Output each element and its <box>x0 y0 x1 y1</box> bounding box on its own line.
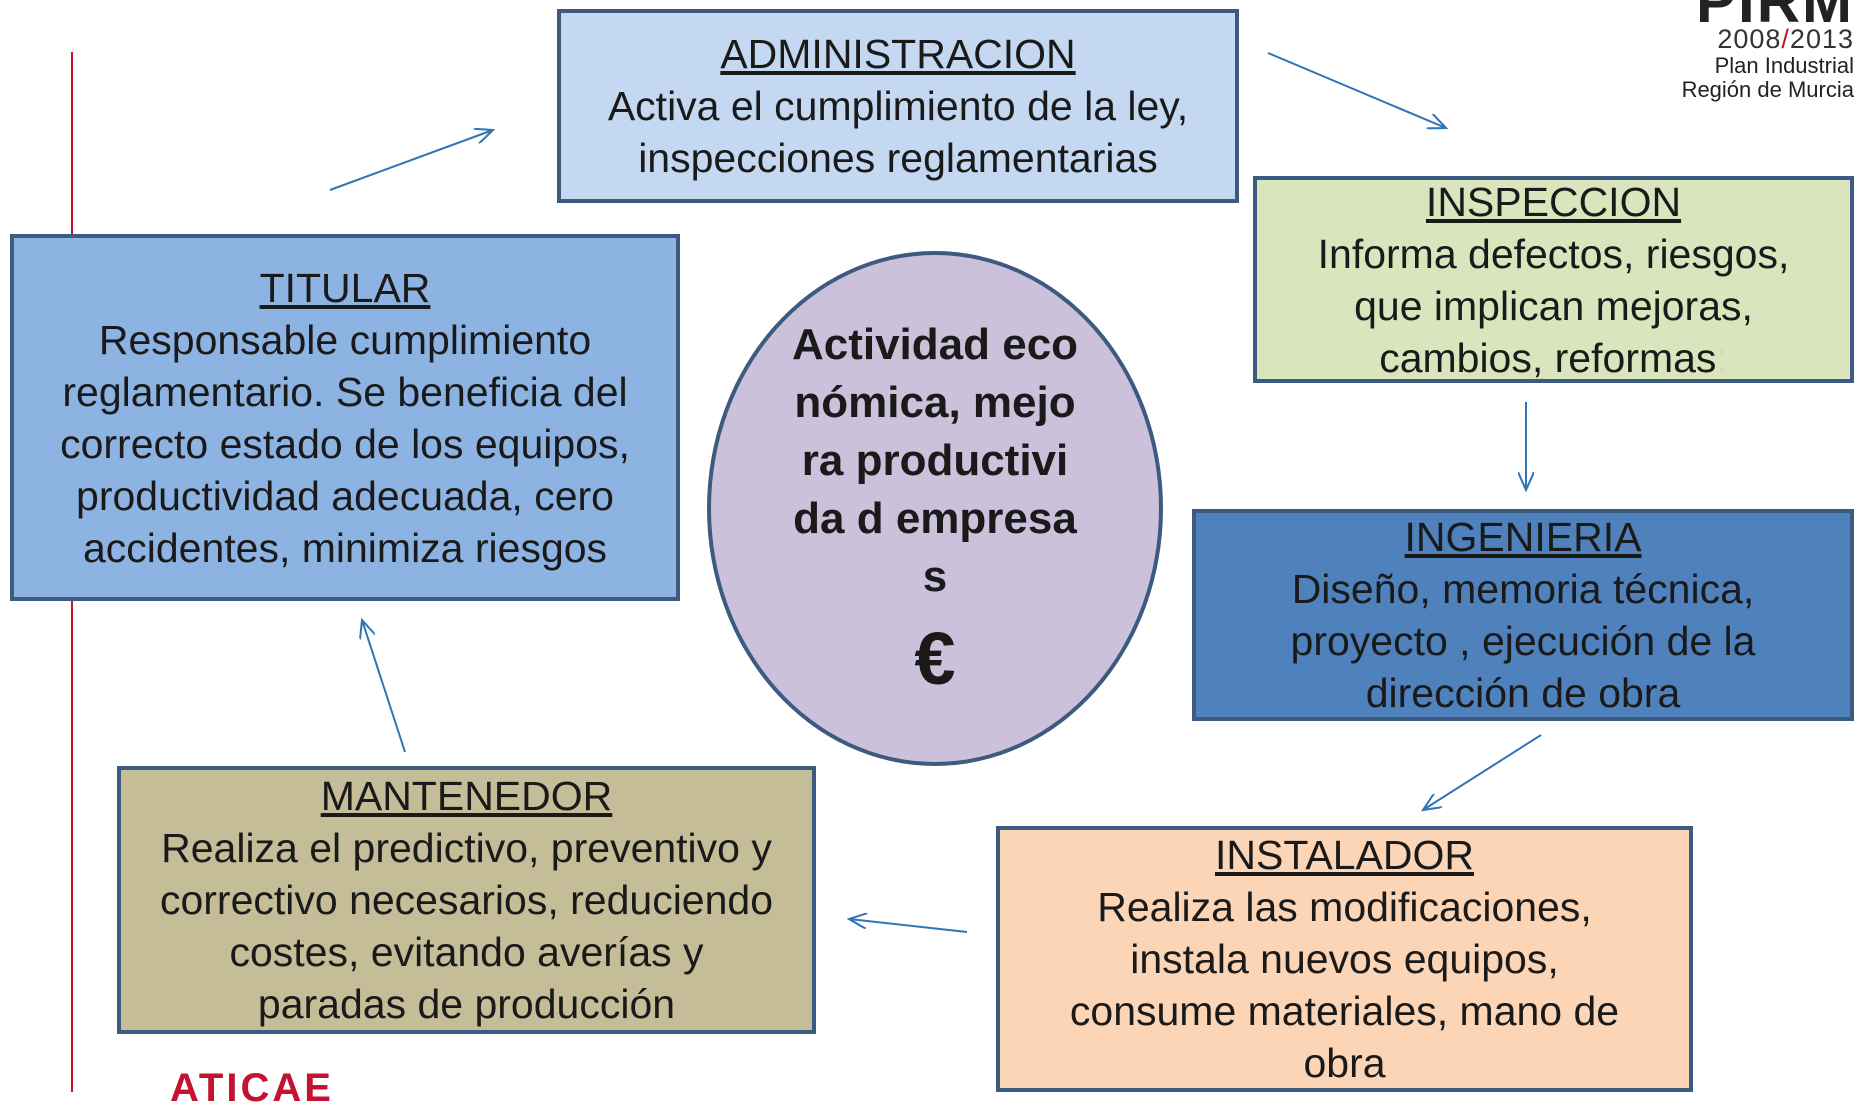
ingenieria-body: Diseño, memoria técnica, proyecto , ejec… <box>1290 566 1756 716</box>
ingenieria-box: INGENIERIA Diseño, memoria técnica, proy… <box>1192 509 1854 721</box>
pirm-logo: PIRM 2008/2013 Plan Industrial Región de… <box>1676 0 1854 105</box>
titular-title: TITULAR <box>259 264 431 311</box>
arrow-ingenieria-to-instalador <box>1423 734 1542 810</box>
logo-year-end: 2013 <box>1789 24 1854 54</box>
inspeccion-body-wrap: Informa defectos, riesgos, que implican … <box>1257 228 1850 384</box>
logo-brand: PIRM <box>1696 0 1854 35</box>
logo-year-separator: / <box>1781 24 1790 54</box>
administracion-box: ADMINISTRACION Activa el cumplimiento de… <box>557 9 1239 203</box>
arrow-administracion-to-inspeccion <box>1267 52 1446 128</box>
inspeccion-body: Informa defectos, riesgos, que implican … <box>1317 230 1790 381</box>
instalador-title: INSTALADOR <box>1215 832 1474 878</box>
mantenedor-box: MANTENEDOR Realiza el predictivo, preven… <box>117 766 816 1034</box>
arrow-titular-to-administracion <box>329 130 493 191</box>
arrow-instalador-to-mantenedor <box>849 919 968 933</box>
ingenieria-title: INGENIERIA <box>1404 514 1642 560</box>
logo-year-start: 2008 <box>1717 24 1782 54</box>
mantenedor-title: MANTENEDOR <box>320 773 613 819</box>
inspeccion-trailing: : <box>1716 334 1728 381</box>
euro-symbol: € <box>914 616 956 700</box>
logo-line-1: Plan Industrial <box>1714 53 1854 78</box>
logo-years: 2008/2013 <box>1676 24 1854 54</box>
administracion-title: ADMINISTRACION <box>720 31 1076 77</box>
inspeccion-title: INSPECCION <box>1425 178 1682 225</box>
instalador-box: INSTALADOR Realiza las modificaciones, i… <box>996 826 1693 1092</box>
titular-body: Responsable cumplimiento reglamentario. … <box>60 316 630 571</box>
administracion-body: Activa el cumplimiento de la ley, inspec… <box>607 83 1189 181</box>
logo-line-2: Región de Murcia <box>1681 77 1854 102</box>
titular-box: TITULAR Responsable cumplimiento reglame… <box>10 234 680 601</box>
mantenedor-body: Realiza el predictivo, preventivo y corr… <box>159 825 774 1027</box>
instalador-body: Realiza las modificaciones, instala nuev… <box>1069 884 1620 1086</box>
footer-brand-text: ATICAE <box>170 1066 334 1110</box>
arrow-mantenedor-to-titular <box>362 620 406 753</box>
inspeccion-box: INSPECCION Informa defectos, riesgos, qu… <box>1253 176 1854 383</box>
center-ellipse: Actividad económica, mejora productivida… <box>707 251 1163 766</box>
center-text: Actividad económica, mejora productivida… <box>791 319 1079 601</box>
